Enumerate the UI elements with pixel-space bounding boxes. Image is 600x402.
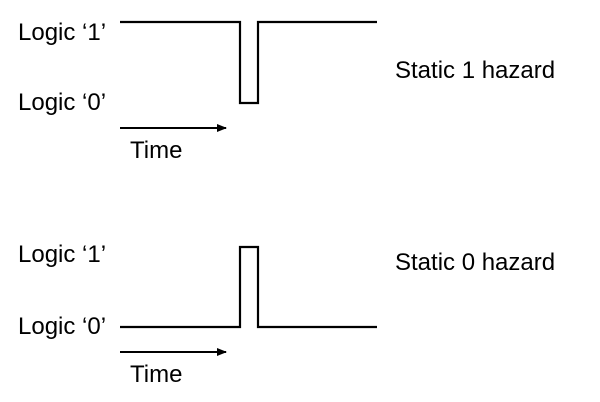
logic-0-label: Logic ‘0’ [18, 89, 106, 116]
logic-1-label: Logic ‘1’ [18, 241, 106, 268]
static-0-hazard-panel: Logic ‘1’ Logic ‘0’ Time Static 0 hazard [18, 241, 555, 388]
logic-0-label: Logic ‘0’ [18, 313, 106, 340]
static-0-hazard-caption: Static 0 hazard [395, 249, 555, 276]
logic-1-label: Logic ‘1’ [18, 19, 106, 46]
static-1-hazard-panel: Logic ‘1’ Logic ‘0’ Time Static 1 hazard [18, 19, 555, 164]
time-label: Time [130, 361, 182, 388]
static-0-waveform [120, 245, 377, 329]
static-1-hazard-caption: Static 1 hazard [395, 57, 555, 84]
static-1-waveform [120, 20, 377, 105]
time-label: Time [130, 137, 182, 164]
